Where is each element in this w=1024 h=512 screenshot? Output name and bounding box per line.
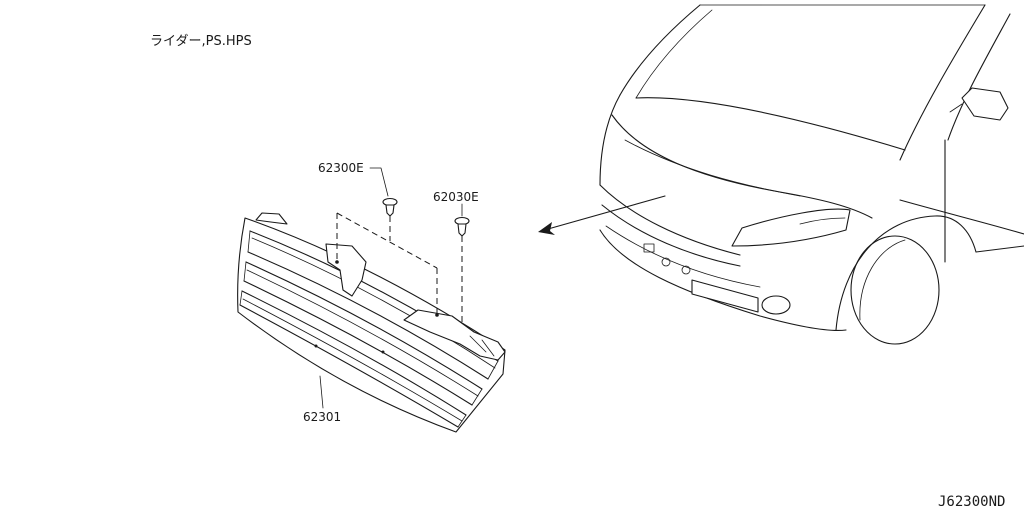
grille-bar-end [247, 230, 251, 253]
diagram-code: J62300ND [938, 494, 1005, 510]
grille-bar-line [243, 280, 473, 406]
part-label-62300e: 62300E [318, 161, 364, 175]
grille-bar-end [243, 261, 247, 282]
wheel-arch [835, 215, 977, 331]
grille-bar-line [242, 298, 463, 422]
windshield-left-edge [619, 4, 701, 96]
side-mirror [961, 87, 1009, 121]
front-grille-opening-lower [605, 225, 761, 288]
hood-front-edge [611, 114, 873, 219]
part-label-62030e: 62030E [433, 190, 479, 204]
grille-top-tab [255, 212, 288, 225]
a-pillar [899, 4, 986, 161]
body-side-line [899, 199, 1024, 235]
tow-hook-cover [661, 257, 671, 267]
grille-left-bracket [325, 243, 367, 297]
windshield-left-edge-inner [635, 9, 713, 99]
grille-bar-line [251, 237, 496, 369]
grille-bar-line [246, 269, 479, 397]
grille-bracket-detail [481, 339, 495, 357]
location-arrow-head [538, 222, 555, 235]
clip-hole [335, 260, 339, 264]
sensor [681, 265, 691, 275]
rocker-panel [975, 245, 1024, 253]
a-pillar-rear [947, 13, 1011, 141]
front-grille [237, 212, 506, 433]
leader-line-62300e [369, 167, 389, 197]
clip-62300e [382, 197, 398, 217]
grille-bracket-detail [469, 335, 487, 353]
grille-bar-line [239, 304, 459, 428]
grille-bar-line [247, 251, 489, 380]
hood-crease [624, 139, 801, 197]
grille-bar-line [241, 290, 467, 416]
clip-shank [385, 204, 395, 217]
grille-fastener [314, 344, 318, 348]
hood-cowl-line [635, 97, 906, 151]
headlight-detail [799, 217, 846, 225]
front-bumper [599, 229, 847, 331]
wheel-inner-arc [859, 239, 906, 321]
leader-line-62301 [319, 375, 324, 409]
clip-hole [435, 313, 439, 317]
emblem-mount [643, 243, 655, 253]
headlight [731, 208, 851, 247]
clip-shank [457, 223, 467, 237]
side-mirror-arm [949, 103, 963, 113]
front-fascia-upper [599, 184, 741, 256]
lower-intake [691, 279, 759, 313]
grille-bar-end [239, 290, 243, 306]
grille-bar-end [487, 360, 499, 380]
variant-note: ライダー,PS.HPS [150, 34, 252, 49]
grille-bar-end [457, 414, 467, 428]
hood-outline [599, 94, 621, 186]
emblem-point [381, 350, 385, 354]
front-wheel [850, 235, 940, 345]
grille-bar-end [471, 388, 483, 406]
install-guide-line [336, 212, 438, 269]
grille-right-bracket [403, 309, 506, 361]
vehicle-front-view [599, 4, 1024, 345]
fog-lamp [761, 295, 791, 315]
location-arrow-shaft [547, 195, 666, 230]
part-label-62301: 62301 [303, 410, 341, 424]
front-grille-opening [601, 204, 741, 267]
grille-bar-line [245, 261, 483, 390]
clip-62030e [454, 216, 470, 237]
